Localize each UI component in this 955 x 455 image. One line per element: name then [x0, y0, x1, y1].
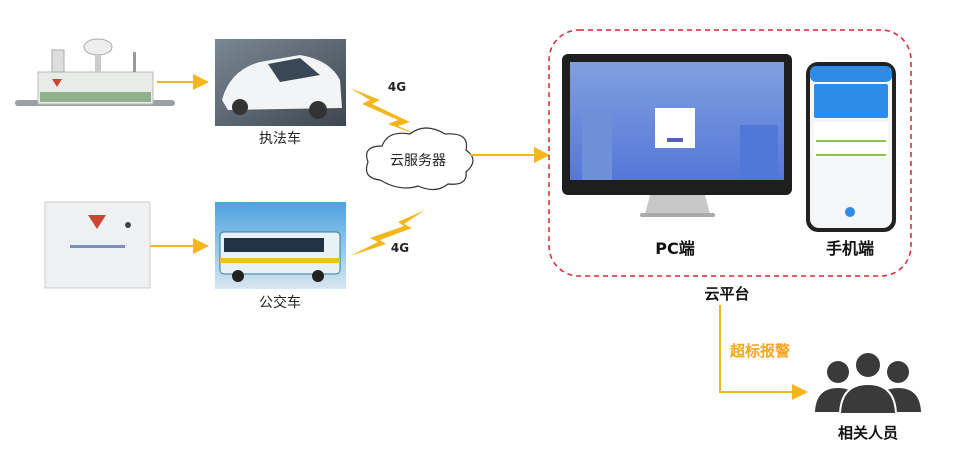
cloud-platform-frame	[548, 29, 912, 277]
cloud-platform-label: 云平台	[704, 285, 750, 303]
signal-4g-label: 4G	[387, 80, 407, 94]
lightning-icon	[350, 88, 425, 138]
signal-4g-label: 4G	[390, 241, 410, 255]
enforcement-car-image	[215, 39, 346, 126]
pc-monitor-image	[562, 54, 792, 217]
personnel-icon	[815, 351, 921, 415]
mobile-phone-image	[806, 62, 896, 232]
bus-image	[215, 202, 346, 289]
roof-monitor-device-image	[15, 38, 175, 106]
cloud-icon	[365, 127, 474, 191]
box-monitor-device-image	[44, 201, 151, 289]
mobile-label: 手机端	[825, 239, 875, 258]
lightning-icon	[350, 210, 425, 256]
alarm-label: 超标报警	[729, 342, 791, 360]
personnel-label: 相关人员	[837, 424, 899, 442]
alarm-arrow	[719, 305, 808, 400]
enforcement-car-label: 执法车	[259, 131, 301, 147]
pc-label: PC端	[655, 239, 695, 258]
bus-label: 公交车	[259, 295, 301, 311]
cloud-server-label: 云服务器	[390, 153, 446, 169]
